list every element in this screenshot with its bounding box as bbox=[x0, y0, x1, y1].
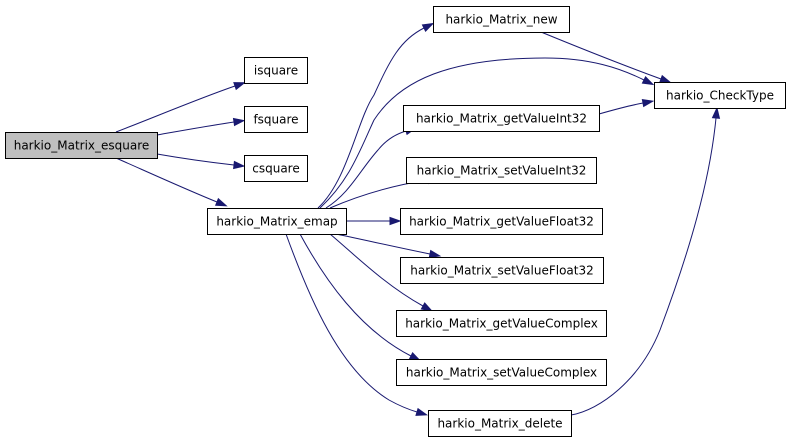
node-box bbox=[654, 82, 786, 109]
node-box bbox=[244, 155, 308, 182]
edge-line bbox=[319, 57, 645, 209]
node-box bbox=[428, 410, 572, 437]
node-box bbox=[244, 57, 308, 84]
edge-line bbox=[598, 102, 644, 115]
edge-line bbox=[329, 233, 424, 307]
node-checktype[interactable]: harkio_CheckType bbox=[654, 82, 786, 109]
edge-arrowhead bbox=[420, 302, 434, 312]
node-label: harkio_Matrix_setValueInt32 bbox=[417, 164, 587, 178]
node-box bbox=[5, 132, 158, 159]
node-box bbox=[403, 105, 600, 132]
node-box bbox=[400, 257, 604, 284]
node-label: harkio_Matrix_setValueFloat32 bbox=[410, 264, 594, 278]
edge-getValueInt32-to-checktype bbox=[598, 98, 655, 115]
edge-esquare-to-emap bbox=[115, 157, 228, 207]
node-box bbox=[433, 6, 570, 33]
edge-line bbox=[329, 179, 429, 209]
edge-line bbox=[317, 27, 425, 209]
edge-line bbox=[156, 121, 235, 136]
node-setValueFloat32[interactable]: harkio_Matrix_setValueFloat32 bbox=[400, 257, 604, 284]
node-setValueInt32[interactable]: harkio_Matrix_setValueInt32 bbox=[406, 157, 597, 184]
node-label: harkio_Matrix_getValueComplex bbox=[405, 317, 598, 331]
edge-arrowhead bbox=[641, 76, 655, 86]
edge-esquare-to-csquare bbox=[156, 153, 246, 170]
edge-emap-to-setValueFloat32 bbox=[335, 233, 442, 259]
node-label: harkio_Matrix_getValueInt32 bbox=[416, 112, 587, 126]
edge-emap-to-delete bbox=[285, 233, 429, 416]
node-emap[interactable]: harkio_Matrix_emap bbox=[207, 208, 347, 235]
node-label: fsquare bbox=[253, 113, 298, 127]
edge-line bbox=[325, 130, 407, 209]
node-box bbox=[406, 157, 597, 184]
node-isquare[interactable]: isquare bbox=[244, 57, 308, 84]
edge-arrowhead bbox=[233, 82, 246, 91]
node-esquare[interactable]: harkio_Matrix_esquare bbox=[5, 132, 158, 159]
edge-line bbox=[540, 31, 662, 80]
node-box bbox=[396, 359, 607, 386]
edge-esquare-to-fsquare bbox=[156, 117, 246, 136]
edge-new-to-checktype bbox=[540, 31, 672, 83]
edge-arrowhead bbox=[711, 106, 721, 119]
edge-emap-to-setValueComplex bbox=[299, 233, 422, 362]
call-graph-nodes: harkio_Matrix_esquare isquare fsquare csqua… bbox=[5, 6, 786, 437]
node-box bbox=[244, 106, 308, 133]
node-label: csquare bbox=[252, 162, 299, 176]
edge-arrowhead bbox=[415, 407, 429, 416]
edge-arrowhead bbox=[428, 249, 442, 259]
node-box bbox=[396, 310, 607, 337]
edge-line bbox=[570, 117, 717, 416]
node-getValueInt32[interactable]: harkio_Matrix_getValueInt32 bbox=[403, 105, 600, 132]
node-getValueFloat32[interactable]: harkio_Matrix_getValueFloat32 bbox=[400, 208, 603, 235]
node-fsquare[interactable]: fsquare bbox=[244, 106, 308, 133]
edge-line bbox=[299, 233, 412, 357]
node-getValueComplex[interactable]: harkio_Matrix_getValueComplex bbox=[396, 310, 607, 337]
node-label: harkio_Matrix_setValueComplex bbox=[406, 366, 597, 380]
edge-emap-to-getValueFloat32 bbox=[346, 216, 402, 226]
edge-line bbox=[115, 85, 236, 133]
node-delete[interactable]: harkio_Matrix_delete bbox=[428, 410, 572, 437]
node-box bbox=[400, 208, 603, 235]
edge-arrowhead bbox=[659, 74, 672, 83]
edge-emap-to-checktype bbox=[319, 57, 655, 209]
node-csquare[interactable]: csquare bbox=[244, 155, 308, 182]
edge-arrowhead bbox=[641, 98, 655, 108]
edge-line bbox=[335, 233, 431, 255]
edge-arrowhead bbox=[233, 160, 246, 170]
edge-emap-to-new bbox=[317, 22, 435, 209]
edge-esquare-to-isquare bbox=[115, 82, 246, 133]
node-label: harkio_Matrix_new bbox=[445, 13, 557, 27]
node-label: harkio_Matrix_delete bbox=[437, 417, 562, 431]
edge-emap-to-getValueInt32 bbox=[325, 127, 418, 209]
edge-line bbox=[285, 233, 418, 413]
node-label: harkio_CheckType bbox=[666, 89, 774, 103]
node-box bbox=[207, 208, 347, 235]
edge-delete-to-checktype bbox=[570, 106, 721, 416]
edge-arrowhead bbox=[232, 117, 246, 127]
edge-arrowhead bbox=[214, 197, 228, 207]
edge-line bbox=[115, 157, 218, 203]
node-new[interactable]: harkio_Matrix_new bbox=[433, 6, 570, 33]
node-label: harkio_Matrix_emap bbox=[216, 215, 337, 229]
node-label: harkio_Matrix_esquare bbox=[14, 139, 150, 153]
edge-emap-to-getValueComplex bbox=[329, 233, 434, 312]
node-label: harkio_Matrix_getValueFloat32 bbox=[409, 215, 594, 229]
node-label: isquare bbox=[254, 64, 298, 78]
edge-arrowhead bbox=[421, 22, 435, 32]
edge-arrowhead bbox=[389, 216, 402, 226]
edge-line bbox=[156, 153, 235, 166]
node-setValueComplex[interactable]: harkio_Matrix_setValueComplex bbox=[396, 359, 607, 386]
